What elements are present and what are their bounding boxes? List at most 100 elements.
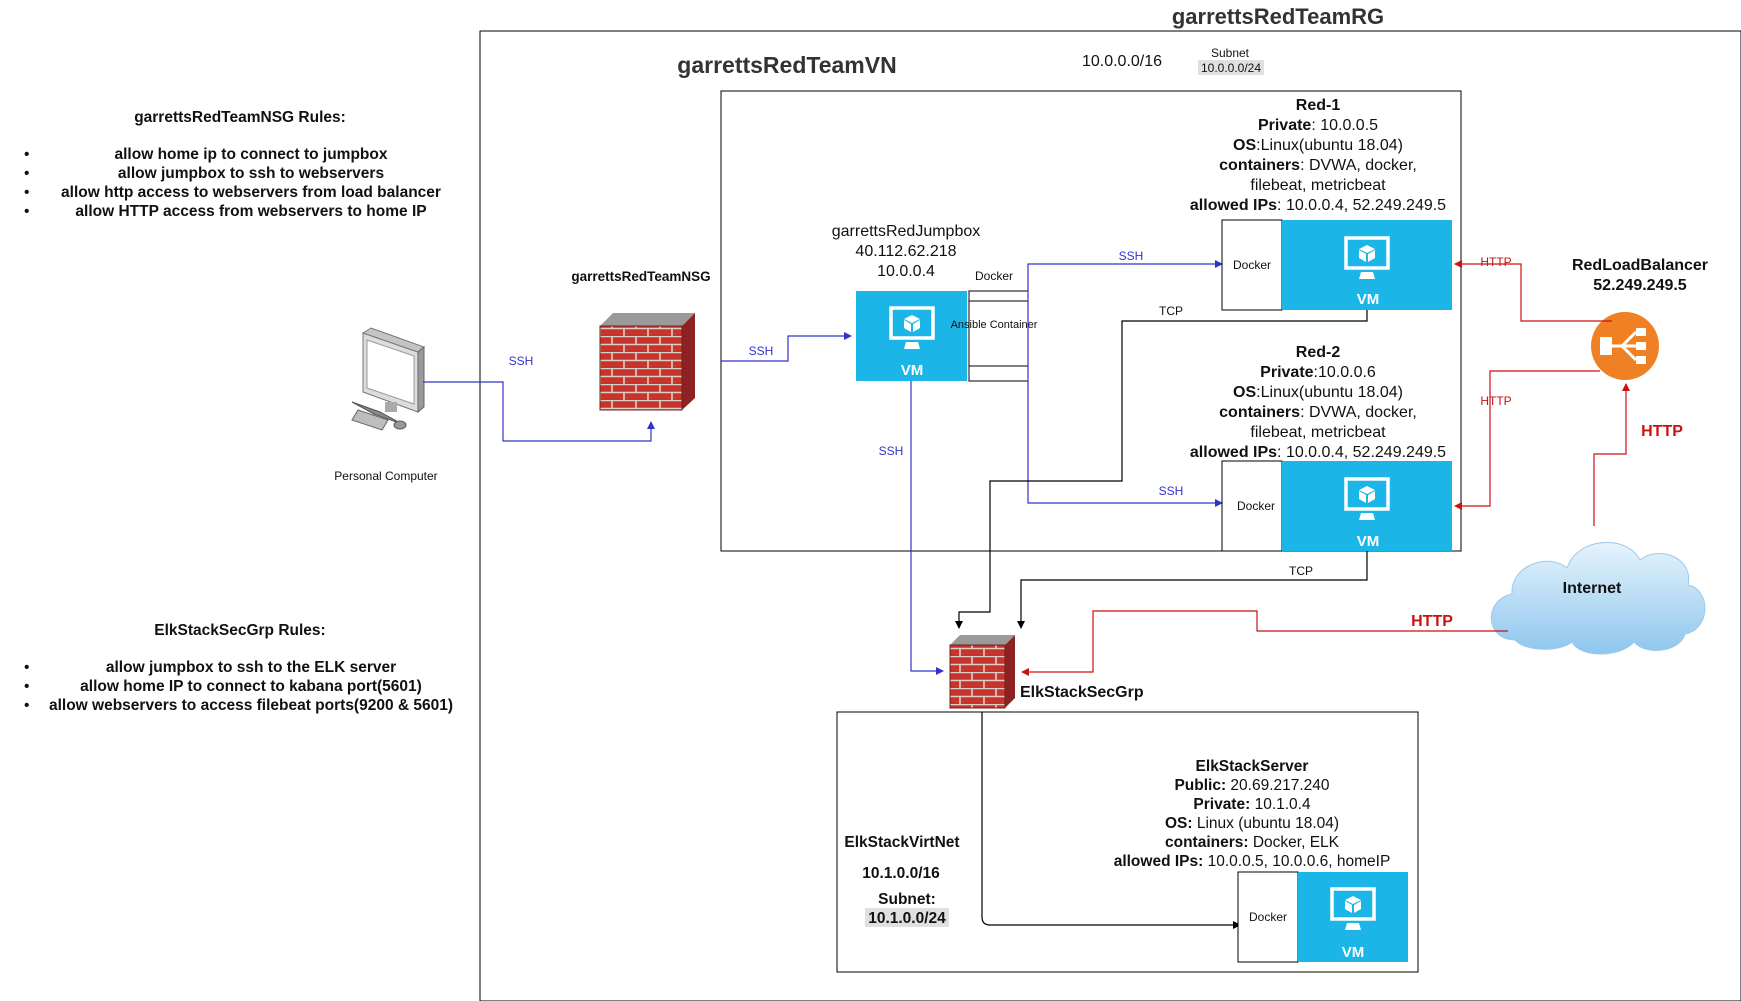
- elk-rules-title: ElkStackSecGrp Rules:: [154, 622, 326, 639]
- red1-private-val: : 10.0.0.5: [1311, 117, 1378, 134]
- monitor-icon: [1344, 236, 1390, 279]
- red2-http-label: HTTP: [1480, 394, 1511, 408]
- vnet-subnet-highlight: [1198, 60, 1264, 75]
- elk-rule-item: allow webservers to access filebeat port…: [20, 696, 460, 715]
- red2-ssh-label: SSH: [1159, 484, 1184, 498]
- monitor-icon: [1344, 477, 1390, 520]
- elk-server-name: ElkStackServer: [1196, 758, 1309, 775]
- elk-rule-item: allow jumpbox to ssh to the ELK server: [20, 658, 460, 677]
- red1-docker-label: Docker: [1233, 258, 1271, 272]
- red2-tcp-label: TCP: [1289, 564, 1313, 578]
- elk-server-os-key: OS:: [1165, 815, 1193, 832]
- red1-allowed-val: : 10.0.0.4, 52.249.249.5: [1277, 197, 1446, 214]
- nsg-rules-title: garrettsRedTeamNSG Rules:: [134, 109, 346, 126]
- elk-server-containers: containers: Docker, ELK: [1165, 834, 1340, 851]
- red2-private-key: Private: [1260, 364, 1313, 381]
- elk-ssh-label: SSH: [879, 444, 904, 458]
- internet-label: Internet: [1563, 580, 1622, 597]
- red2-private-val: :10.0.0.6: [1314, 364, 1376, 381]
- elk-server-info: ElkStackServer Public: 20.69.217.240 Pri…: [1114, 758, 1391, 870]
- load-balancer-icon: [1591, 312, 1659, 380]
- vm-label: VM: [901, 362, 924, 379]
- ansible-container-label-text: Ansible Container: [951, 319, 1038, 331]
- red2-allowed: allowed IPs: 10.0.0.4, 52.249.249.5: [1190, 444, 1446, 461]
- monitor-icon: [1330, 887, 1376, 930]
- elk-vnet-subnet-label: Subnet:: [878, 891, 936, 908]
- jumpbox-name: garrettsRedJumpbox: [832, 223, 981, 240]
- vnet-subnet-label: Subnet: [1211, 46, 1250, 60]
- elk-secgrp-to-server-link: [981, 712, 1241, 929]
- elk-server-vm: VM: [1298, 872, 1408, 962]
- jumpbox-to-elk-ssh-link: [910, 381, 944, 675]
- nsg-rule-item: allow home ip to connect to jumpbox: [20, 145, 460, 164]
- elk-server-containers-val: Docker, ELK: [1249, 834, 1340, 851]
- internet-to-elk-http-link: [1021, 610, 1508, 676]
- elk-vnet-subnet-highlight: [865, 908, 949, 927]
- red2-allowed-val: : 10.0.0.4, 52.249.249.5: [1277, 444, 1446, 461]
- elk-rules-list: allow jumpbox to ssh to the ELK server a…: [20, 658, 460, 715]
- red1-containers-cont: filebeat, metricbeat: [1250, 177, 1386, 194]
- red2-os-key: OS: [1233, 384, 1256, 401]
- elk-vnet-cidr: 10.1.0.0/16: [862, 865, 940, 882]
- elk-vnet-subnet-value: 10.1.0.0/24: [868, 910, 946, 927]
- red2-os: OS:Linux(ubuntu 18.04): [1233, 384, 1403, 401]
- red1-os-key: OS: [1233, 137, 1256, 154]
- nsg-rule-item: allow http access to webservers from loa…: [20, 183, 460, 202]
- red1-tcp-label: TCP: [1159, 304, 1183, 318]
- vm-label: VM: [1357, 291, 1380, 308]
- elk-vnet-box: [836, 711, 1419, 973]
- internet-cloud-icon: [1490, 541, 1706, 655]
- elk-server-os: OS: Linux (ubuntu 18.04): [1165, 815, 1339, 832]
- elk-server-allowed-key: allowed IPs:: [1114, 853, 1204, 870]
- vm-label: VM: [1342, 944, 1365, 961]
- red2-info: Red-2 Private:10.0.0.6 OS:Linux(ubuntu 1…: [1190, 344, 1446, 461]
- red2-containers-cont: filebeat, metricbeat: [1250, 424, 1386, 441]
- red2-os-val: :Linux(ubuntu 18.04): [1256, 384, 1403, 401]
- ansible-container-box: [968, 290, 1029, 382]
- pc-to-nsg-ssh-link: [423, 381, 655, 442]
- personal-computer-icon: [351, 327, 425, 431]
- elk-docker-box: [1237, 871, 1299, 963]
- resource-group-boundary: [479, 30, 1741, 1001]
- red2-private: Private:10.0.0.6: [1260, 364, 1376, 381]
- lb-http-label: HTTP: [1641, 423, 1683, 440]
- jumpbox-docker-label: Docker: [975, 269, 1013, 283]
- personal-computer-label: Personal Computer: [334, 469, 437, 483]
- nsg-rule-item: allow jumpbox to ssh to webservers: [20, 164, 460, 183]
- red2-containers: containers: DVWA, docker,: [1219, 404, 1417, 421]
- pc-ssh-label: SSH: [509, 354, 534, 368]
- red1-ssh-label: SSH: [1119, 249, 1144, 263]
- elk-secgrp-label: ElkStackSecGrp: [1020, 684, 1144, 701]
- red1-private: Private: 10.0.0.5: [1258, 117, 1378, 134]
- elk-firewall-icon: [949, 635, 1015, 709]
- red1-allowed-key: allowed IPs: [1190, 197, 1277, 214]
- red2-allowed-key: allowed IPs: [1190, 444, 1277, 461]
- elk-server-public: Public: 20.69.217.240: [1174, 777, 1329, 794]
- elk-rule-item: allow home IP to connect to kabana port(…: [20, 677, 460, 696]
- red1-http-label: HTTP: [1480, 255, 1511, 269]
- jumpbox-to-red2-ssh-link: [1027, 356, 1223, 507]
- internet-to-lb-http-link: [1593, 383, 1630, 526]
- lb-to-red2-http-link: [1454, 370, 1600, 510]
- vm-label: VM: [1357, 533, 1380, 550]
- ansible-container-label: Ansible Container: [951, 319, 1038, 331]
- elk-server-allowed-val: 10.0.0.5, 10.0.0.6, homeIP: [1203, 853, 1390, 870]
- nsg-to-jumpbox-ssh-link: [721, 332, 852, 362]
- elk-server-private-key: Private:: [1193, 796, 1250, 813]
- red2-to-elk-tcp-link: [1017, 551, 1368, 629]
- red2-docker-label: Docker: [1237, 499, 1275, 513]
- nsg-rule-item: allow HTTP access from webservers to hom…: [20, 202, 460, 221]
- load-balancer-ip: 52.249.249.5: [1593, 277, 1687, 294]
- vnet-subnet-value: 10.0.0.0/24: [1201, 61, 1261, 75]
- red1-info: Red-1 Private: 10.0.0.5 OS:Linux(ubuntu …: [1190, 97, 1446, 214]
- elk-server-os-val: Linux (ubuntu 18.04): [1193, 815, 1340, 832]
- red2-containers-key: containers: [1219, 404, 1300, 421]
- elk-http-label: HTTP: [1411, 613, 1453, 630]
- elk-server-private: Private: 10.1.0.4: [1193, 796, 1311, 813]
- elk-vnet-title: ElkStackVirtNet: [844, 834, 959, 851]
- jumpbox-public-ip: 40.112.62.218: [855, 243, 956, 260]
- elk-rules-panel: ElkStackSecGrp Rules: allow jumpbox to s…: [20, 622, 460, 715]
- red1-containers-val: : DVWA, docker,: [1300, 157, 1417, 174]
- lb-to-red1-http-link: [1454, 260, 1612, 322]
- jumpbox-to-red1-ssh-link: [1027, 260, 1223, 356]
